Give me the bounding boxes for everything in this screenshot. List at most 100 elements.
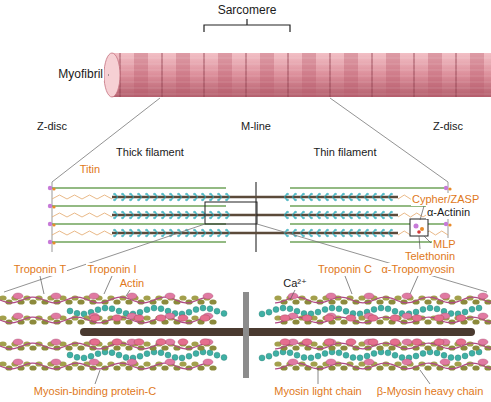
myosin-head <box>129 229 134 237</box>
zoom-box <box>205 202 257 224</box>
zoom-line <box>4 224 487 292</box>
a-band <box>176 53 190 97</box>
myosin-tail-bead <box>434 350 440 356</box>
myosin-head <box>209 229 214 237</box>
troponin-complex <box>51 359 61 365</box>
myosin-head <box>284 193 289 201</box>
troponin-complex <box>402 313 412 319</box>
a-band <box>344 53 358 97</box>
myosin-head <box>153 229 158 237</box>
z-line <box>330 53 331 97</box>
myosin-head <box>388 211 393 219</box>
troponin-complex <box>165 359 175 365</box>
myosin-head <box>178 339 188 345</box>
myosin-tail-bead <box>74 354 80 360</box>
protein-label: Troponin C <box>317 263 373 276</box>
z-protein <box>448 223 451 226</box>
troponin-complex <box>13 293 23 299</box>
z-protein <box>52 241 55 244</box>
myosin-tail-bead <box>350 354 356 360</box>
myosin-head <box>324 315 334 321</box>
z-line <box>372 53 373 97</box>
actin-monomer <box>472 299 479 304</box>
structure-label: M-line <box>240 120 272 133</box>
actin-monomer <box>388 345 395 350</box>
myosin-tail-bead <box>434 306 440 312</box>
troponin-complex <box>51 339 61 345</box>
z-protein <box>48 240 52 244</box>
actin-monomer <box>340 299 347 304</box>
myosin-tail-bead <box>67 308 73 314</box>
protein-label: Troponin I <box>86 263 137 276</box>
sarcomere-schematic <box>48 182 452 252</box>
z-protein <box>444 222 448 226</box>
myosin-head <box>340 211 345 219</box>
actin-monomer <box>472 345 479 350</box>
actin-monomer <box>274 295 281 300</box>
troponin-complex <box>203 293 213 299</box>
troponin-complex <box>440 359 450 365</box>
z-line <box>414 53 415 97</box>
actin-monomer <box>179 295 186 300</box>
myosin-head <box>456 339 466 345</box>
myosin-head <box>145 229 150 237</box>
inset-box <box>410 219 428 236</box>
myosin-tail-bead <box>158 306 164 312</box>
myosin-head <box>185 193 190 201</box>
thin-filament <box>290 187 448 189</box>
myosin-head <box>380 193 385 201</box>
protein-label: Troponin T <box>13 263 68 276</box>
myosin-tail-bead <box>137 309 143 315</box>
myosin-head <box>209 211 214 219</box>
myosin-tail-bead <box>336 350 342 356</box>
myosin-head <box>412 315 422 321</box>
myosin-head <box>372 193 377 201</box>
myosin-head <box>292 211 297 219</box>
actin-monomer <box>143 341 150 346</box>
myosin-tail-bead <box>67 352 73 358</box>
myosin-tail-bead <box>420 350 426 356</box>
myosin-tail-bead <box>392 308 398 314</box>
myosin-head <box>300 211 305 219</box>
actin-monomer <box>143 361 150 366</box>
myosin-head <box>225 211 230 219</box>
actin-monomer <box>454 295 461 300</box>
myosin-head <box>348 229 353 237</box>
myosin-tail-bead <box>116 352 122 358</box>
myosin-head <box>90 339 100 345</box>
troponin-complex <box>402 293 412 299</box>
myosin-tail-bead <box>462 309 468 315</box>
myosin-head <box>129 193 134 201</box>
actin-monomer <box>388 299 395 304</box>
actin-monomer <box>424 365 431 370</box>
fibril-line <box>114 70 491 71</box>
myosin-head <box>90 315 100 321</box>
myosin-head <box>161 229 166 237</box>
troponin-complex <box>478 359 488 365</box>
myosin-head <box>193 229 198 237</box>
protein-label: α-Actinin <box>426 206 471 219</box>
actin-monomer <box>376 365 383 370</box>
myosin-head <box>280 315 290 321</box>
myosin-head <box>121 229 126 237</box>
thin-filament <box>52 223 226 225</box>
myosin-head <box>209 193 214 201</box>
myosin-tail-bead <box>109 306 115 312</box>
myosin-head <box>169 193 174 201</box>
actin-monomer <box>424 345 431 350</box>
protein-label: Telethonin <box>404 250 456 263</box>
actin-monomer <box>454 361 461 366</box>
troponin-complex <box>89 359 99 365</box>
myosin-head <box>356 211 361 219</box>
actin-monomer <box>292 319 299 324</box>
fibril-line <box>114 64 491 65</box>
structure-label: Z-disc <box>36 120 68 133</box>
fibril-line <box>114 58 491 59</box>
myosin-head <box>368 315 378 321</box>
myosin-head <box>332 229 337 237</box>
myosin-head <box>316 211 321 219</box>
myosin-tail-bead <box>186 309 192 315</box>
myosin-tail-bead <box>308 355 314 361</box>
actin-monomer <box>161 345 168 350</box>
